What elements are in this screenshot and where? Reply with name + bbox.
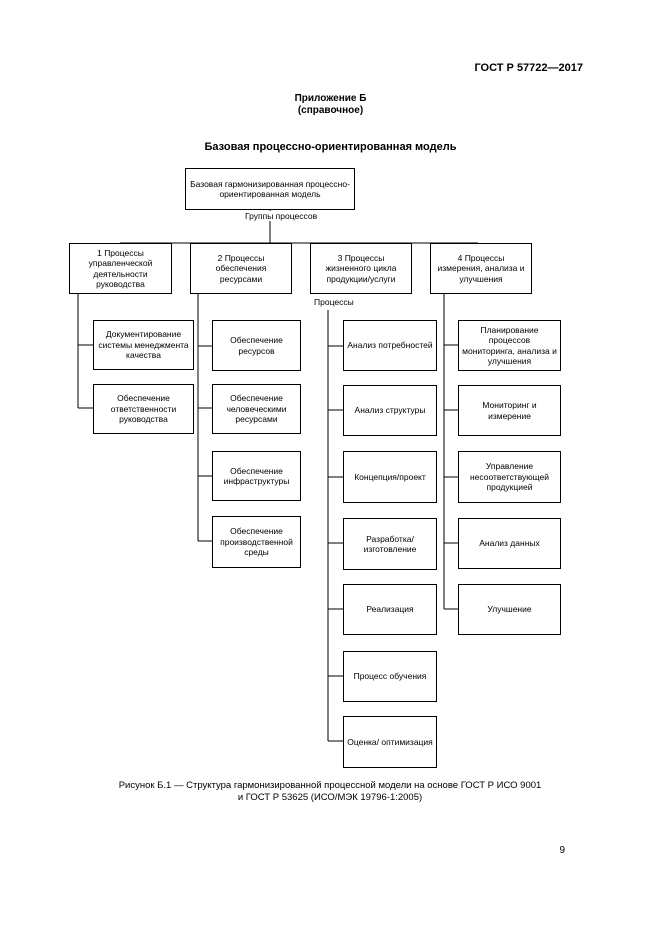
appendix-subtitle: (справочное) bbox=[297, 105, 364, 116]
process-box: Анализ данных bbox=[458, 518, 561, 569]
process-box: Концепция/проект bbox=[343, 451, 437, 503]
process-box: Реализация bbox=[343, 584, 437, 635]
group-box-3: 3 Процессы жизненного цикла продукции/ус… bbox=[310, 243, 412, 294]
process-box: Оценка/ оптимизация bbox=[343, 716, 437, 768]
process-box: Улучшение bbox=[458, 584, 561, 635]
process-box: Обеспечение ресурсов bbox=[212, 320, 301, 371]
group-box-4: 4 Процессы измерения, анализа и улучшени… bbox=[430, 243, 532, 294]
process-box: Мониторинг и измерение bbox=[458, 385, 561, 436]
figure-caption: Рисунок Б.1 — Структура гармонизированно… bbox=[60, 780, 600, 804]
caption-line-2: и ГОСТ Р 53625 (ИСО/МЭК 19796-1:2005) bbox=[237, 792, 423, 803]
process-box: Процесс обучения bbox=[343, 651, 437, 702]
processes-label: Процессы bbox=[313, 297, 355, 307]
groups-label: Группы процессов bbox=[244, 211, 319, 221]
process-box: Документирование системы менеджмента кач… bbox=[93, 320, 194, 370]
process-box: Анализ структуры bbox=[343, 385, 437, 436]
process-box: Разработка/ изготовление bbox=[343, 518, 437, 570]
process-box: Планирование процессов мониторинга, анал… bbox=[458, 320, 561, 371]
process-box: Обеспечение ответственности руководства bbox=[93, 384, 194, 434]
appendix-title: Приложение Б bbox=[294, 93, 367, 104]
process-box: Обеспечение производственной среды bbox=[212, 516, 301, 568]
figure-title: Базовая процессно-ориентированная модель bbox=[204, 141, 457, 153]
root-box: Базовая гармонизированная процессно-орие… bbox=[185, 168, 355, 210]
page-number: 9 bbox=[559, 845, 565, 856]
process-box: Анализ потребностей bbox=[343, 320, 437, 371]
process-box: Обеспечение инфраструктуры bbox=[212, 451, 301, 501]
caption-line-1: Рисунок Б.1 — Структура гармонизированно… bbox=[118, 780, 542, 791]
standard-header: ГОСТ Р 57722—2017 bbox=[474, 62, 583, 74]
root-label: Базовая гармонизированная процессно-орие… bbox=[190, 178, 350, 200]
group-box-2: 2 Процессы обеспечения ресурсами bbox=[190, 243, 292, 294]
process-box: Обеспечение человеческими ресурсами bbox=[212, 384, 301, 434]
process-box: Управление несоответствующей продукцией bbox=[458, 451, 561, 503]
group-box-1: 1 Процессы управленческой деятельности р… bbox=[69, 243, 172, 294]
